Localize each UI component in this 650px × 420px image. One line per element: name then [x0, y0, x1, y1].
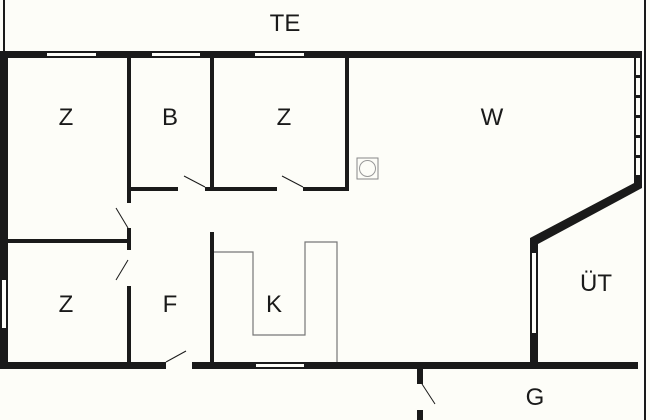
- room-label-bedroom-3: Z: [58, 291, 74, 318]
- bathroom-door-swing: [183, 175, 206, 188]
- wall-left: [0, 51, 8, 369]
- room-label-garage: G: [525, 384, 545, 411]
- window-top-2: [152, 53, 200, 56]
- stove-icon: [356, 157, 379, 180]
- window-top-1: [47, 53, 96, 56]
- room-label-bedroom-2: Z: [276, 104, 292, 131]
- window-top-3: [255, 53, 304, 56]
- bedroom2-door-swing: [281, 175, 304, 188]
- wall-bottom-right: [192, 362, 638, 369]
- window-right-series: [636, 58, 640, 175]
- wall-bath-bottom-2: [205, 187, 214, 191]
- room-label-bedroom-1: Z: [58, 104, 74, 131]
- entrance-door-swing: [165, 350, 187, 363]
- wall-hall-left-bottom: [127, 286, 131, 366]
- room-label-terrace: TE: [269, 10, 301, 37]
- room-label-kitchen: K: [265, 291, 283, 318]
- wall-z2-bottom: [214, 187, 277, 191]
- wall-slanted: [530, 180, 642, 244]
- wall-top: [0, 51, 642, 58]
- wall-hall-left-mid: [127, 228, 131, 250]
- kitchen-counter: [214, 241, 338, 362]
- wall-garage-top: [417, 369, 423, 384]
- wall-garage-bottom: [417, 410, 423, 420]
- room-label-hallway: F: [162, 291, 178, 318]
- wall-z2-bottom-2: [303, 187, 349, 191]
- room-label-living-room: W: [480, 104, 504, 131]
- window-utility: [532, 253, 536, 333]
- bedroom3-door-swing: [115, 259, 129, 281]
- wall-z2-w: [345, 58, 349, 191]
- wall-b-z2: [210, 58, 214, 191]
- garage-door-swing: [421, 383, 436, 405]
- wall-bath-bottom: [131, 187, 178, 191]
- room-label-utility-room: ÜT: [580, 270, 612, 297]
- wall-bottom-left: [0, 362, 166, 369]
- wall-z1-z3: [8, 239, 128, 243]
- wall-z1-b: [127, 58, 131, 203]
- wall-kitchen-left: [210, 232, 214, 366]
- bedroom1-door-swing: [115, 207, 129, 229]
- stove-circle: [359, 160, 376, 177]
- window-left: [2, 280, 6, 328]
- room-label-bathroom: B: [161, 104, 179, 131]
- window-bottom-kitchen: [256, 364, 304, 367]
